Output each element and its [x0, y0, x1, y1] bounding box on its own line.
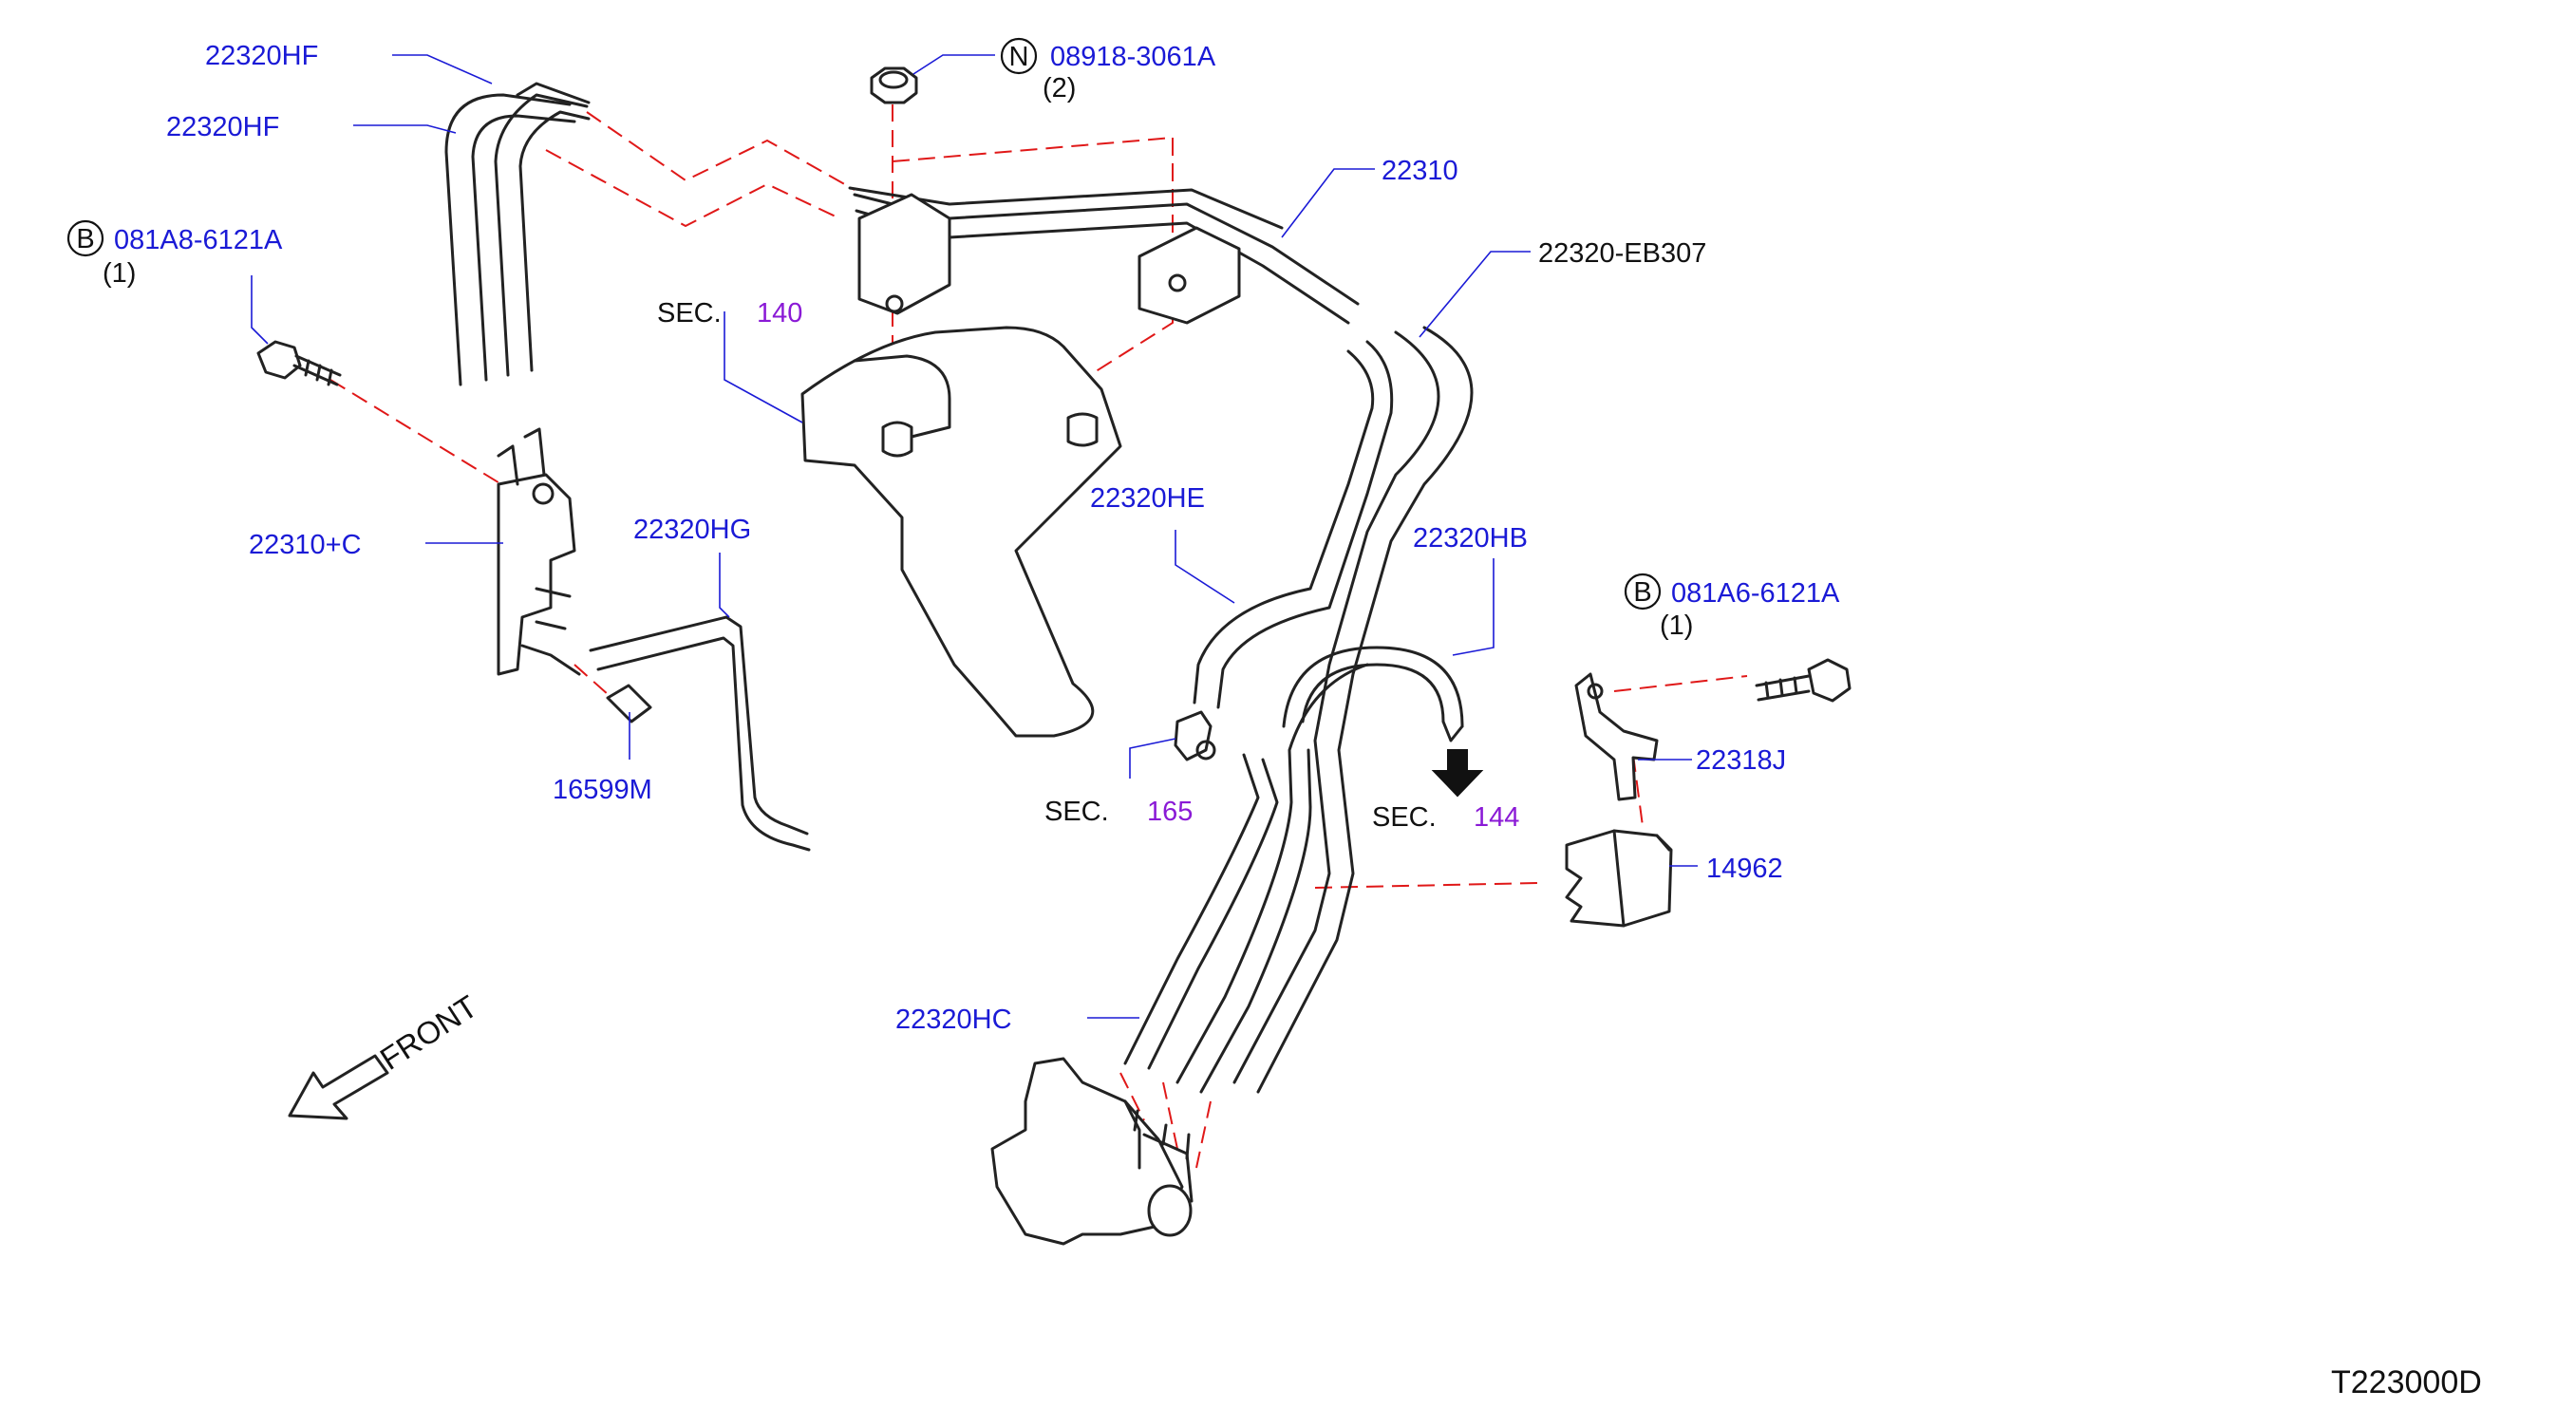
label-sec-144-num: 144	[1474, 802, 1519, 833]
plug-16599m	[606, 684, 652, 723]
label-081a6-6121a: 081A6-6121A	[1671, 578, 1840, 609]
nut-08918-3061a	[870, 66, 918, 104]
prefix-badges: N B B	[66, 37, 1662, 611]
bracket-22310-c	[497, 427, 581, 676]
label-22320hf-lower: 22320HF	[166, 112, 279, 142]
label-14962: 14962	[1706, 854, 1783, 884]
label-22320-eb307: 22320-EB307	[1538, 238, 1706, 269]
label-22318j: 22318J	[1696, 745, 1786, 776]
bolt-081a8-6121a	[256, 340, 342, 386]
label-sec-165-num: 165	[1147, 797, 1193, 827]
label-22310-c: 22310+C	[249, 530, 362, 560]
label-sec-140-num: 140	[757, 298, 802, 329]
label-16599m: 16599M	[553, 775, 652, 805]
arrow-down-sec-144	[1431, 749, 1484, 798]
label-bolt-right-qty: (1)	[1660, 611, 1693, 641]
solenoid-valve-assembly	[990, 1057, 1194, 1246]
bolt-left-prefix-circle	[66, 219, 104, 257]
connector-sec-165	[1174, 710, 1216, 761]
hose-22320-eb307	[1232, 326, 1474, 1094]
nut-prefix-letter: N	[1009, 42, 1029, 72]
label-22320hb: 22320HB	[1413, 523, 1528, 554]
bracket-22318j	[1574, 672, 1659, 801]
label-sec-140-word: SEC.	[657, 298, 722, 329]
label-sec-144-word: SEC.	[1372, 802, 1437, 833]
label-081a8-6121a: 081A8-6121A	[114, 225, 283, 255]
label-22320he: 22320HE	[1090, 483, 1205, 514]
nut-prefix-circle	[1000, 37, 1038, 75]
label-08918-3061a: 08918-3061A	[1050, 42, 1216, 72]
bolt-081a6-6121a	[1755, 658, 1852, 703]
tube-assembly-22310	[848, 186, 1360, 325]
label-22320hc: 22320HC	[895, 1005, 1012, 1035]
hose-22320hg	[589, 615, 811, 852]
hose-22320hc	[1123, 663, 1369, 1094]
valve-14962	[1565, 829, 1673, 928]
bolt-left-prefix-letter: B	[76, 224, 94, 254]
label-22320hf-top: 22320HF	[205, 41, 318, 71]
hose-22320he	[1193, 340, 1394, 709]
callout-labels: 22320HF 22320HF 08918-3061A (2) 081A8-61…	[103, 41, 2482, 1400]
leader-lines	[251, 54, 1698, 1019]
mounting-bracket-sec-140	[800, 326, 1122, 738]
label-front: FRONT	[374, 988, 483, 1077]
label-nut-qty: (2)	[1043, 73, 1076, 103]
hose-22320hb	[1282, 646, 1464, 742]
label-diagram-id: T223000D	[2331, 1364, 2482, 1400]
label-sec-165-word: SEC.	[1044, 797, 1109, 827]
label-22320hg: 22320HG	[633, 515, 751, 545]
bolt-right-prefix-letter: B	[1633, 577, 1651, 608]
bolt-right-prefix-circle	[1624, 573, 1662, 611]
label-22310: 22310	[1382, 156, 1458, 186]
hose-22320hf-pair	[444, 82, 591, 386]
front-arrow	[288, 1054, 389, 1120]
label-bolt-left-qty: (1)	[103, 258, 136, 289]
